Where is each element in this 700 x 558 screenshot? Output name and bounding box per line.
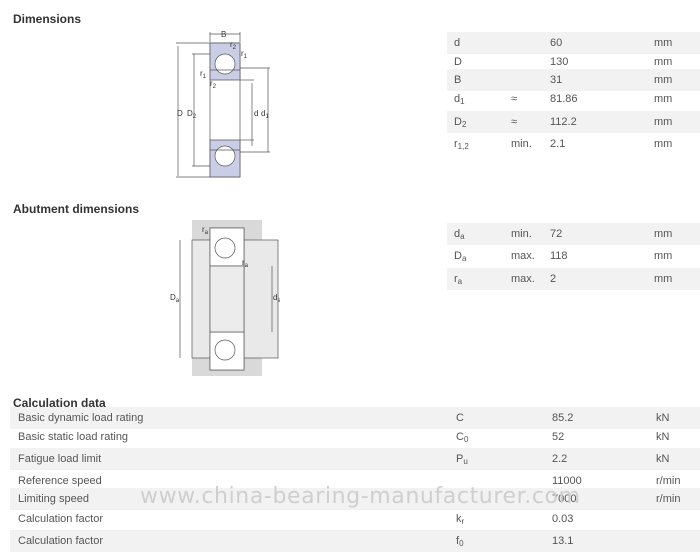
label-r2-left: r2 bbox=[210, 79, 217, 90]
abutment-drawing: ra ra Da da bbox=[170, 220, 280, 376]
bearing-dimensions-drawing: B r2 r1 r1 r2 D D2 d d1 bbox=[176, 30, 270, 178]
label-D: D bbox=[177, 109, 183, 118]
calc-row: Calculation factor f0 13.1 bbox=[10, 530, 700, 552]
label-Da: Da bbox=[170, 293, 180, 304]
calc-row: Basic static load rating C0 52 kN bbox=[18, 431, 670, 444]
calc-row: Reference speed 11000 r/min bbox=[18, 475, 681, 487]
label-da: da bbox=[273, 293, 280, 304]
section-title-calculation: Calculation data bbox=[13, 396, 106, 410]
label-ra-top: ra bbox=[202, 225, 209, 236]
label-D2: D2 bbox=[187, 109, 197, 120]
dim-row: D2 ≈ 112.2 mm bbox=[447, 111, 700, 133]
section-title-abutment: Abutment dimensions bbox=[13, 202, 140, 216]
dim-row: r1,2 min. 2.1 mm bbox=[454, 138, 673, 151]
label-r1-left: r1 bbox=[200, 69, 207, 80]
dim-row: B 31 mm bbox=[447, 69, 700, 91]
label-r2-top: r2 bbox=[230, 40, 237, 51]
label-d1: d1 bbox=[261, 109, 269, 120]
dim-row: d 60 mm bbox=[447, 32, 700, 54]
watermark: www.china-bearing-manufacturer.com bbox=[140, 484, 581, 509]
abut-row: Da max. 118 mm bbox=[454, 250, 673, 263]
label-ra-right: ra bbox=[242, 258, 249, 269]
label-B: B bbox=[221, 30, 226, 39]
calc-row: Basic dynamic load rating C 85.2 kN bbox=[10, 407, 700, 429]
abut-row: ra max. 2 mm bbox=[447, 268, 700, 290]
calc-row: Calculation factor kr 0.03 bbox=[18, 513, 574, 526]
section-title-dimensions: Dimensions bbox=[13, 12, 82, 26]
abut-row: da min. 72 mm bbox=[447, 223, 700, 245]
label-r1-top: r1 bbox=[241, 49, 248, 60]
dim-row: D 130 mm bbox=[454, 56, 673, 68]
dim-row: d1 ≈ 81.86 mm bbox=[454, 93, 673, 106]
calc-row: Fatigue load limit Pu 2.2 kN bbox=[10, 448, 700, 470]
label-d: d bbox=[254, 109, 258, 118]
calc-row: Limiting speed 7000 r/min bbox=[10, 488, 700, 510]
